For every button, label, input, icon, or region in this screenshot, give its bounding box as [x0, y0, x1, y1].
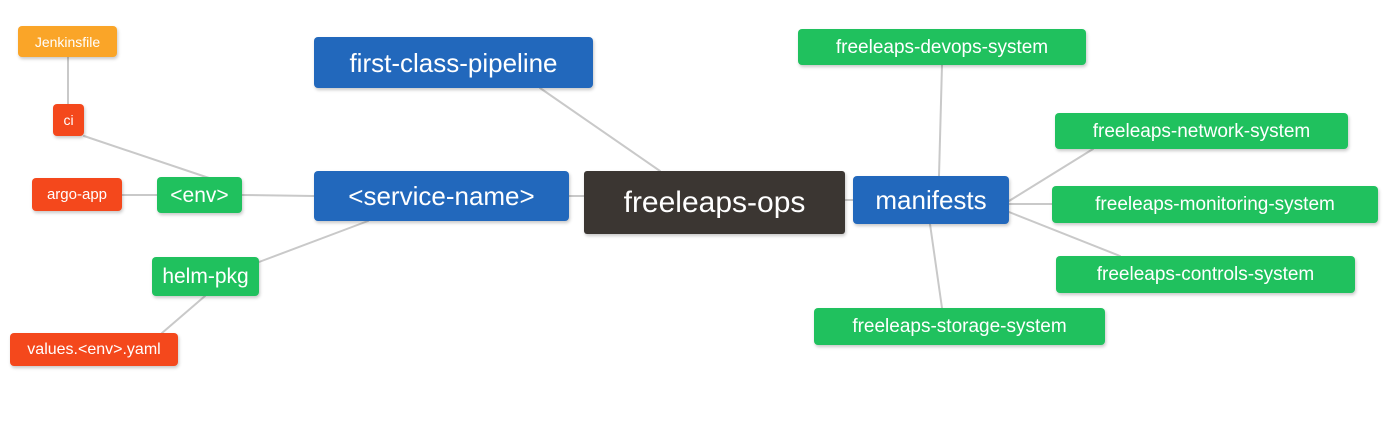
node-helm-pkg[interactable]: helm-pkg: [152, 257, 259, 296]
node-argo-app[interactable]: argo-app: [32, 178, 122, 211]
node-network[interactable]: freeleaps-network-system: [1055, 113, 1348, 149]
node-pipeline[interactable]: first-class-pipeline: [314, 37, 593, 88]
node-controls[interactable]: freeleaps-controls-system: [1056, 256, 1355, 293]
node-jenkinsfile[interactable]: Jenkinsfile: [18, 26, 117, 57]
node-service-name[interactable]: <service-name>: [314, 171, 569, 221]
edge-manifests-to-storage: [929, 223, 943, 309]
node-monitoring[interactable]: freeleaps-monitoring-system: [1052, 186, 1378, 223]
node-manifests[interactable]: manifests: [853, 176, 1009, 224]
node-storage[interactable]: freeleaps-storage-system: [814, 308, 1105, 345]
node-env[interactable]: <env>: [157, 177, 242, 213]
edge-values-yaml-to-helm-pkg: [161, 295, 206, 334]
node-values-yaml[interactable]: values.<env>.yaml: [10, 333, 178, 366]
node-freeleaps-ops[interactable]: freeleaps-ops: [584, 171, 845, 234]
edge-helm-pkg-to-service-name: [258, 220, 369, 263]
node-ci[interactable]: ci: [53, 104, 84, 136]
edge-env-to-service-name: [241, 194, 315, 197]
edge-manifests-to-devops: [938, 64, 943, 177]
edge-ci-to-env: [83, 135, 213, 180]
node-devops[interactable]: freeleaps-devops-system: [798, 29, 1086, 65]
edge-pipeline-to-freeleaps-ops: [539, 87, 661, 172]
